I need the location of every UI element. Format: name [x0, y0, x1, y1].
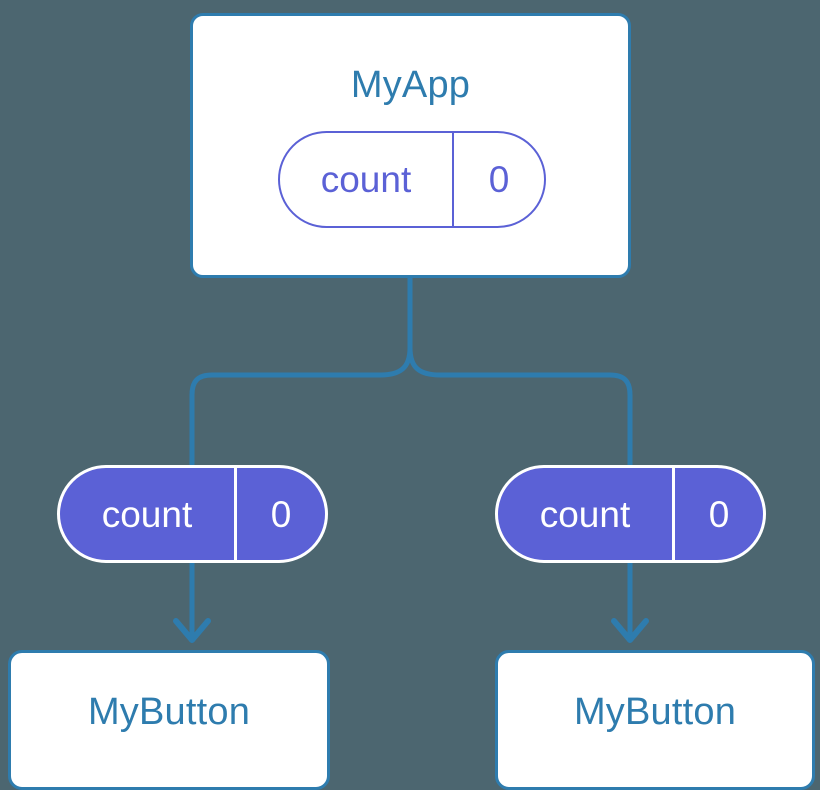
component-box-mybutton-right[interactable]: MyButton [495, 650, 815, 790]
component-title-mybutton-right: MyButton [573, 691, 737, 733]
right-branch-line [407, 347, 633, 478]
prop-pill-right[interactable]: count 0 [495, 465, 766, 563]
left-branch-line [189, 347, 413, 478]
component-title-mybutton-left: MyButton [87, 691, 251, 733]
component-title-myapp: MyApp [350, 64, 471, 106]
prop-pill-left-key: count [60, 468, 237, 560]
diagram-canvas: MyApp count 0 count 0 count 0 MyButton M… [8, 13, 815, 790]
right-prop-arrow [611, 563, 649, 643]
left-prop-arrow [173, 563, 211, 643]
prop-pill-left[interactable]: count 0 [57, 465, 328, 563]
prop-pill-right-value: 0 [708, 493, 730, 535]
prop-pill-right-key: count [498, 468, 675, 560]
prop-pill-left-value: 0 [270, 493, 292, 535]
state-pill-root-value: 0 [488, 159, 510, 200]
state-pill-root[interactable]: count 0 [278, 131, 546, 228]
state-pill-root-key: count [280, 133, 454, 226]
component-box-mybutton-left[interactable]: MyButton [8, 650, 330, 790]
